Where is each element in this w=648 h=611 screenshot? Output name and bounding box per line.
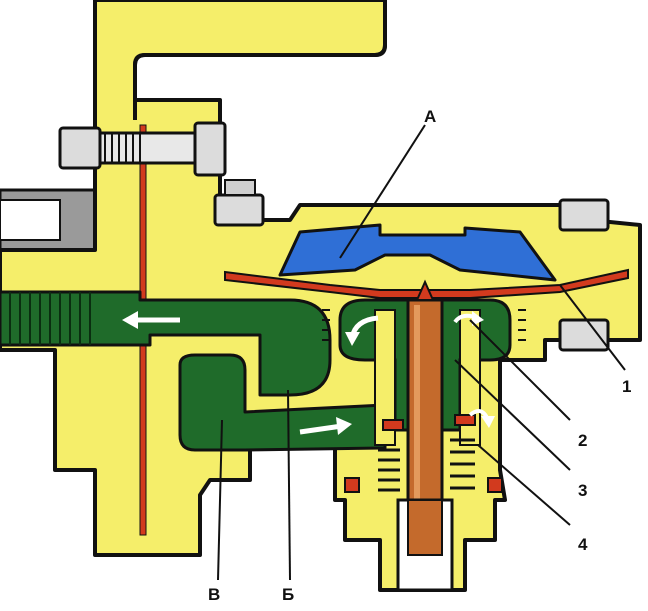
leader-lines [217,124,626,581]
outlet-channel [0,290,332,397]
top-bolt [58,121,227,177]
cover-bolt-left [213,179,265,227]
left-pipe-inner [0,199,61,241]
flow-arrow-lower-right [468,409,495,428]
flow-arrow-chamber-right [453,311,484,326]
diaphragm-membrane [224,268,629,299]
label-B: Б [282,585,294,604]
mounting-bracket [95,0,387,120]
thread-lines [9,292,91,345]
label-3: 3 [578,481,587,500]
spring-right [450,438,475,490]
cover-bolt-right [558,198,610,352]
stem-lower [407,499,443,556]
seal-ring-base-right [487,477,503,493]
label-A: А [424,107,436,126]
flow-arrow-outlet [122,311,180,329]
housing-hatching [322,309,526,341]
stem-highlight [414,305,420,545]
seal-ring-right [454,414,476,426]
label-4: 4 [578,535,588,554]
seal-ring-left [382,419,404,431]
stem-tip [415,279,435,301]
seal-ring-base-left [344,477,360,493]
flow-arrow-chamber-left [345,315,379,346]
diaphragm-cap [278,223,557,282]
label-2: 2 [578,431,587,450]
flow-arrow-inlet [299,417,352,435]
label-V: В [208,585,220,604]
sleeve-left [374,309,396,446]
spring-left [378,448,400,492]
label-1: 1 [622,377,631,396]
